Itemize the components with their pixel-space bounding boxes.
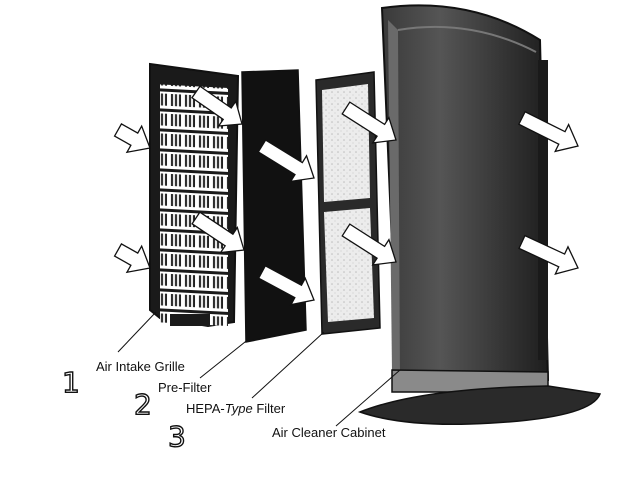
label-pre-filter: Pre-Filter [158, 380, 212, 395]
label-air-intake-grille: Air Intake Grille [96, 359, 185, 374]
label-hepa-type-filter: HEPA-Type Filter [186, 401, 286, 416]
airflow-arrow-1 [115, 124, 150, 152]
handwritten-number-3: 3 [168, 420, 186, 453]
leader-grille [118, 312, 156, 352]
leader-hepa [252, 332, 324, 398]
handwritten-number-2: 2 [134, 388, 152, 421]
handwritten-number-1: 1 [62, 366, 80, 399]
label-air-cleaner-cabinet: Air Cleaner Cabinet [272, 425, 386, 440]
airflow-arrow-2 [115, 244, 150, 272]
leader-prefilter [200, 338, 250, 378]
air-cleaner-cabinet [360, 5, 600, 424]
